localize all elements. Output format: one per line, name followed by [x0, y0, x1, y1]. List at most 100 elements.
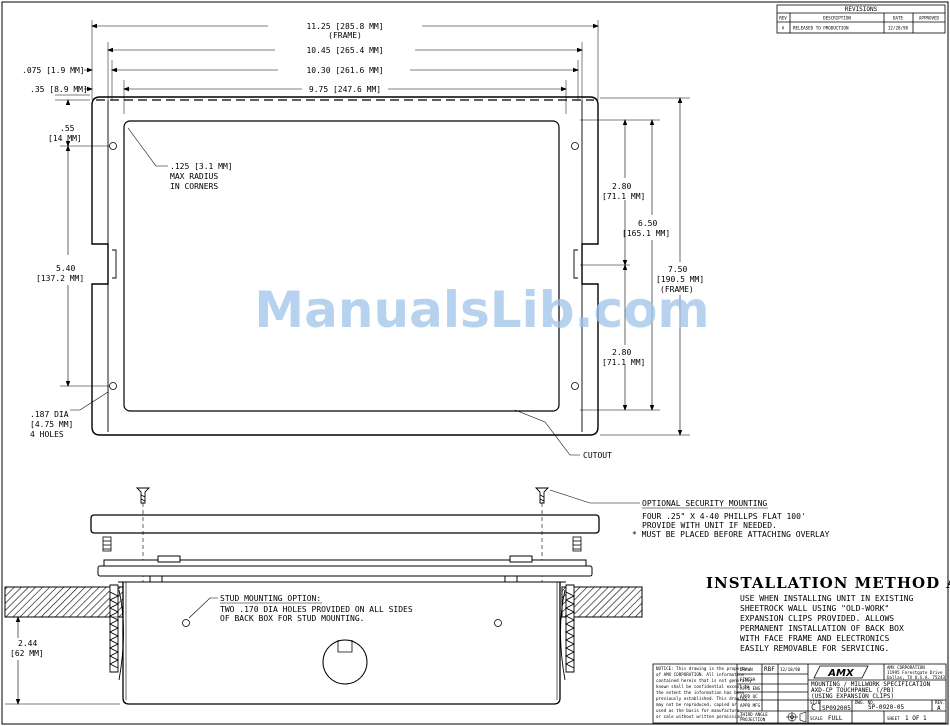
method-line-1: USE WHEN INSTALLING UNIT IN EXISTING	[740, 594, 914, 603]
face-frame	[90, 514, 600, 534]
rev-row-date: 12/28/98	[888, 26, 909, 31]
rev-label: REV.	[935, 700, 945, 705]
security-screw-right	[534, 487, 550, 504]
frame-notch-detail	[107, 100, 583, 432]
dim-frame-width-note: (FRAME)	[328, 31, 362, 40]
dim-540-value: 5.40	[56, 264, 75, 273]
method-line-6: EASILY REMOVABLE FOR SERVICING.	[740, 644, 889, 653]
note-radius-2: MAX RADIUS	[170, 172, 218, 181]
notice-line-7: may not be reproduced, copied or	[656, 702, 737, 707]
third-angle-1: THIRD ANGLE	[740, 712, 768, 717]
right-vertical-dimensions	[622, 97, 683, 436]
rev-value: A	[937, 705, 941, 712]
drawn-by: RBF	[764, 666, 775, 673]
dim-280-bot-value: 2.80	[612, 348, 631, 357]
dim-depth-value: 2.44	[18, 639, 37, 648]
watermark: ManualsLib.com	[254, 281, 709, 339]
dim-280-top-value: 2.80	[612, 182, 631, 191]
dim-650-value: 6.50	[638, 219, 657, 228]
scale-value: FULL	[828, 715, 843, 722]
dim-cutout-width: 9.75 [247.6 MM]	[309, 85, 381, 94]
notice-line-4: known shall be confidential except to	[656, 684, 750, 689]
drawn-date: 12/18/98	[780, 667, 801, 672]
stud-line-2: OF BACK BOX FOR STUD MOUNTING.	[220, 614, 365, 623]
security-title: OPTIONAL SECURITY MOUNTING	[642, 499, 767, 508]
security-screw-left	[135, 487, 151, 504]
security-line-1: FOUR .25" X 4-40 PHILLPS FLAT 100'	[642, 512, 806, 521]
title-line-2: AXD-CP TOUCHPANEL (/PB)	[811, 687, 894, 694]
knockout-hole	[322, 639, 368, 685]
dim-280-top-mm: [71.1 MM]	[602, 192, 645, 201]
title-line-3: (USING EXPANSION CLIPS)	[811, 693, 894, 700]
radius-leader	[127, 127, 168, 167]
scale-label: SCALE	[810, 716, 823, 721]
note-cutout: CUTOUT	[583, 451, 612, 460]
svg-text:AMX: AMX	[827, 668, 855, 679]
revisions-title: REVISIONS	[845, 6, 878, 13]
dim-depth-mm: [62 MM]	[10, 649, 44, 658]
dim-inner-width: 10.30 [261.6 MM]	[306, 66, 383, 75]
stud-title: STUD MOUNTING OPTION:	[220, 594, 321, 603]
notice-line-3: contained herein that is not generally	[656, 678, 752, 683]
stud-hole-right	[494, 619, 502, 627]
rev-header-description: DESCRIPTION	[823, 16, 851, 21]
sheet-value: 1 OF 1	[905, 715, 927, 722]
dim-540-mm: [137.2 MM]	[36, 274, 84, 283]
dim-280-bot-mm: [71.1 MM]	[602, 358, 645, 367]
dwg-no: SP-0920-05	[868, 704, 905, 711]
screen-area	[123, 120, 560, 412]
expansion-clip-top-left	[102, 536, 112, 552]
expansion-clip-top-right	[572, 536, 582, 552]
notice-line-9: or sale without written permission.	[656, 714, 744, 719]
sheet-label: SHEET	[887, 716, 900, 721]
mounting-holes	[109, 142, 579, 390]
dwg-no-label: DWG. NO.	[855, 700, 875, 705]
stud-line-1: TWO .170 DIA HOLES PROVIDED ON ALL SIDES	[220, 605, 413, 614]
notice-line-8: used as the basis for manufacture	[656, 708, 740, 713]
security-line-2: PROVIDE WITH UNIT IF NEEDED.	[642, 521, 777, 530]
wall-right	[561, 586, 643, 618]
method-line-3: EXPANSION CLIPS PROVIDED. ALLOWS	[740, 614, 894, 623]
cage-code: SP092005	[822, 705, 851, 712]
notice-line-5: the extent the information has been	[656, 690, 745, 695]
wall-left	[4, 586, 124, 618]
rev-header-date: DATE	[893, 16, 904, 21]
appd-eng-label: APPD ENG	[740, 686, 761, 691]
notice-line-1: NOTICE: This drawing is the property	[656, 666, 747, 671]
expansion-clip-right	[560, 584, 576, 681]
stud-leader	[188, 597, 218, 619]
company-line-2: 11995 Forestgate Drive	[887, 670, 943, 675]
rev-row-rev: A	[782, 26, 785, 31]
amx-logo: AMX	[813, 665, 869, 679]
electronics-tray	[97, 555, 593, 583]
extension-lines	[55, 20, 690, 436]
finish-label: FINISH	[740, 677, 756, 682]
dim-frame-width: 11.25 [285.8 MM]	[306, 22, 383, 31]
company-line-1: AMX CORPORATION	[887, 665, 925, 670]
note-holes-1: .187 DIA	[30, 410, 69, 419]
method-line-5: WITH FACE FRAME AND ELECTRONICS	[740, 634, 889, 643]
company-line-3: Dallas, TX U.S.A. 75243	[887, 675, 945, 680]
note-radius-3: IN CORNERS	[170, 182, 218, 191]
method-title: INSTALLATION METHOD A	[706, 574, 950, 592]
frame-outline	[91, 96, 599, 436]
dim-55-mm: [14 MM]	[48, 134, 82, 143]
cutout-leader	[514, 409, 580, 456]
depth-dimension	[5, 616, 120, 705]
holes-leader	[70, 391, 109, 411]
method-line-4: PERMANENT INSTALLATION OF BACK BOX	[740, 624, 904, 633]
security-line-3: * MUST BE PLACED BEFORE ATTACHING OVERLA…	[632, 530, 830, 539]
rev-header-approved: APPROVED	[919, 16, 940, 21]
dim-750-value: 7.50	[668, 265, 687, 274]
dim-750-note: (FRAME)	[660, 285, 694, 294]
note-holes-2: [4.75 MM]	[30, 420, 73, 429]
title-block	[652, 663, 947, 724]
appd-qc-label: APPD QC	[740, 694, 758, 699]
dim-750-mm: [190.5 MM]	[656, 275, 704, 284]
dim-650-mm: [165.1 MM]	[622, 229, 670, 238]
rev-row-description: RELEASED TO PRODUCTION	[793, 26, 849, 31]
projection-symbol-icon	[786, 711, 807, 723]
method-line-2: SHEETROCK WALL USING "OLD-WORK"	[740, 604, 889, 613]
